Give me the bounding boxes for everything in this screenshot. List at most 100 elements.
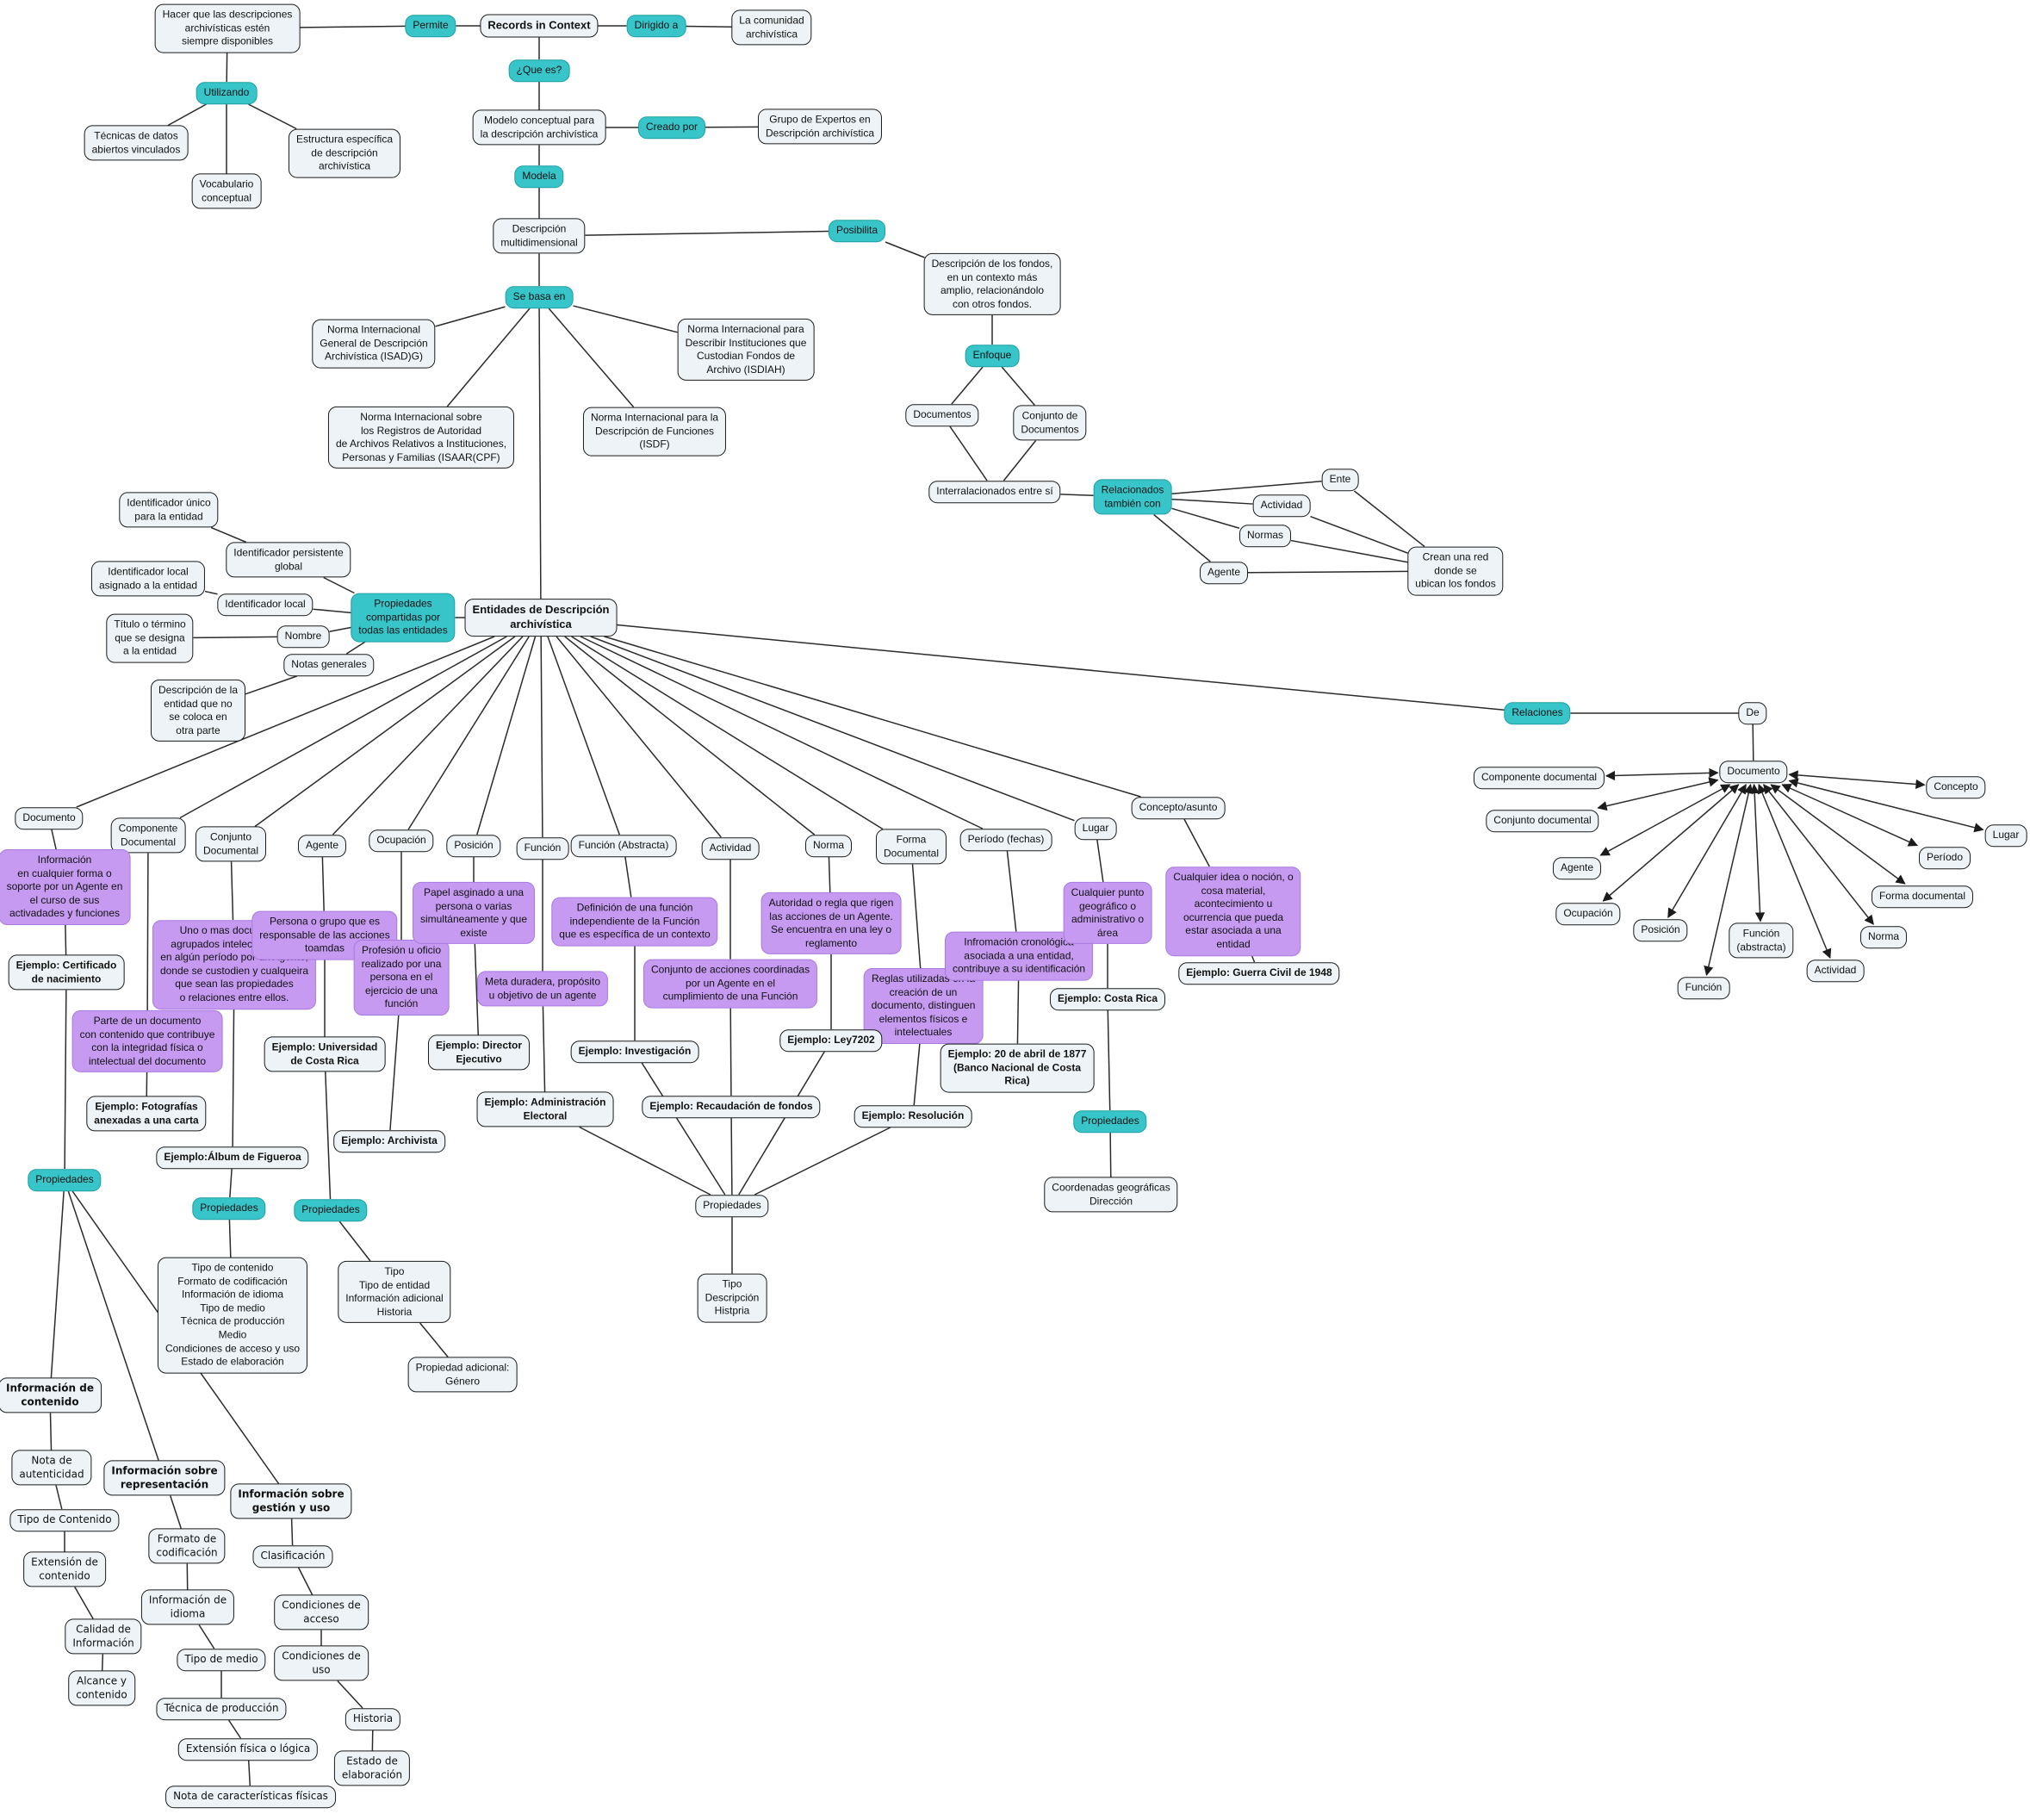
concept-node-ej-cert[interactable]: Ejemplo: Certificado de nacimiento <box>8 954 125 991</box>
concept-node-s-norma[interactable]: Norma <box>1859 926 1908 948</box>
concept-node-ej-admin[interactable]: Ejemplo: Administración Electoral <box>476 1091 614 1127</box>
concept-node-dirigido[interactable]: Dirigido a <box>626 15 686 37</box>
concept-node-e-funcabs[interactable]: Función (Abstracta) <box>570 835 677 857</box>
concept-node-comunidad[interactable]: La comunidad archivística <box>731 9 812 46</box>
concept-node-conduso[interactable]: Condiciones de uso <box>274 1645 369 1681</box>
concept-node-e-periodo[interactable]: Período (fechas) <box>959 829 1052 851</box>
concept-node-posibilita[interactable]: Posibilita <box>828 220 886 242</box>
concept-node-ente[interactable]: Ente <box>1321 469 1359 491</box>
concept-node-ej-abril[interactable]: Ejemplo: 20 de abril de 1877 (Banco Naci… <box>940 1043 1095 1093</box>
concept-node-e-lugar[interactable]: Lugar <box>1074 817 1117 840</box>
concept-node-ej-univ[interactable]: Ejemplo: Universidad de Costa Rica <box>264 1036 386 1072</box>
concept-node-ej-cr[interactable]: Ejemplo: Costa Rica <box>1049 988 1166 1010</box>
concept-node-s-periodo[interactable]: Período <box>1918 847 1971 869</box>
concept-node-s-doc[interactable]: Documento <box>1719 761 1788 783</box>
concept-node-ej-inv[interactable]: Ejemplo: Investigación <box>570 1040 699 1063</box>
concept-node-list3[interactable]: Tipo Descripción Histpria <box>697 1273 767 1323</box>
concept-node-tecnicas[interactable]: Técnicas de datos abiertos vinculados <box>84 125 189 161</box>
concept-node-sebasa[interactable]: Se basa en <box>505 286 574 308</box>
concept-node-infocont[interactable]: Información de contenido <box>0 1377 102 1413</box>
concept-node-clasif[interactable]: Clasificación <box>252 1545 333 1568</box>
concept-node-s-forma[interactable]: Forma documental <box>1871 885 1974 908</box>
concept-node-d-funcabs[interactable]: Definición de una función independiente … <box>551 897 718 947</box>
concept-node-list2[interactable]: Tipo Tipo de entidad Información adicion… <box>338 1260 451 1324</box>
concept-node-s-comp[interactable]: Componente documental <box>1473 767 1605 789</box>
concept-node-tipomedio[interactable]: Tipo de medio <box>177 1649 266 1671</box>
concept-node-calidad[interactable]: Calidad de Información <box>65 1618 142 1655</box>
concept-node-ej-foto[interactable]: Ejemplo: Fotografías anexadas a una cart… <box>86 1096 207 1132</box>
concept-node-estructura[interactable]: Estructura específica de descripción arc… <box>288 128 401 178</box>
concept-node-ej-dir[interactable]: Ejemplo: Director Ejecutivo <box>427 1034 531 1071</box>
concept-node-quees[interactable]: ¿Que es? <box>508 59 570 82</box>
concept-node-s-lugar[interactable]: Lugar <box>1984 824 2027 847</box>
concept-node-actividad2[interactable]: Actividad <box>1252 494 1311 517</box>
concept-node-grupo[interactable]: Grupo de Expertos en Descripción archiví… <box>757 109 883 145</box>
concept-node-d-conj[interactable]: Uno o mas documentos agrupados intelectu… <box>152 920 317 1009</box>
concept-node-list1[interactable]: Tipo de contenido Formato de codificació… <box>157 1257 308 1374</box>
concept-node-s-pos[interactable]: Posición <box>1633 919 1688 941</box>
concept-node-e-doc[interactable]: Documento <box>15 807 84 829</box>
concept-node-tipocont[interactable]: Tipo de Contenido <box>9 1509 120 1531</box>
concept-node-tecnica[interactable]: Técnica de producción <box>156 1698 287 1720</box>
concept-node-creadopor[interactable]: Creado por <box>637 116 706 139</box>
concept-node-d-activ[interactable]: Conjunto de acciones coordinadas por un … <box>643 959 818 1009</box>
concept-node-d-norma[interactable]: Autoridad o regla que rigen las acciones… <box>760 891 902 955</box>
concept-node-ej-ley[interactable]: Ejemplo: Ley7202 <box>779 1029 883 1052</box>
concept-node-e-comp[interactable]: Componente Documental <box>110 817 186 854</box>
concept-node-isaar[interactable]: Norma Internacional sobre los Registros … <box>327 406 515 469</box>
concept-node-inforep[interactable]: Información sobre representación <box>103 1460 226 1496</box>
concept-node-prop3[interactable]: Propiedades <box>294 1199 368 1221</box>
concept-node-relacionados[interactable]: Relacionados también con <box>1093 479 1172 515</box>
concept-node-infogest[interactable]: Información sobre gestión y uso <box>230 1483 352 1519</box>
concept-node-de[interactable]: De <box>1738 702 1767 724</box>
concept-node-isdiah[interactable]: Norma Internacional para Describir Insti… <box>677 318 815 382</box>
concept-node-ej-recau[interactable]: Ejemplo: Recaudación de fondos <box>642 1096 821 1118</box>
concept-node-propw[interactable]: Propiedades <box>695 1195 769 1217</box>
concept-node-prop4[interactable]: Propiedades <box>1073 1110 1147 1133</box>
concept-node-s-conj[interactable]: Conjunto documental <box>1486 810 1599 832</box>
concept-node-s-concepto[interactable]: Concepto <box>1926 776 1986 798</box>
concept-node-interrel[interactable]: Interralacionados entre sí <box>928 481 1061 503</box>
concept-node-normas2[interactable]: Normas <box>1238 525 1292 547</box>
concept-node-notacarac[interactable]: Nota de características físicas <box>165 1786 336 1808</box>
concept-node-identlocal[interactable]: Identificador local <box>217 593 314 616</box>
concept-node-descmulti[interactable]: Descripción multidimensional <box>493 218 586 254</box>
concept-node-ej-album[interactable]: Ejemplo:Álbum de Figueroa <box>156 1146 309 1169</box>
concept-node-extcont[interactable]: Extensión de contenido <box>23 1551 106 1587</box>
concept-node-e-func[interactable]: Función <box>516 837 569 860</box>
concept-node-crearred[interactable]: Crean una red donde se ubican los fondos <box>1407 546 1504 596</box>
concept-node-entidades[interactable]: Entidades de Descripción archivística <box>464 599 618 637</box>
concept-node-ric[interactable]: Records in Context <box>480 14 599 38</box>
concept-node-ej-arch[interactable]: Ejemplo: Archivista <box>333 1130 445 1152</box>
concept-node-estado[interactable]: Estado de elaboración <box>333 1750 411 1786</box>
concept-node-utilizando[interactable]: Utilizando <box>196 82 258 104</box>
concept-node-nombre[interactable]: Nombre <box>276 625 330 648</box>
concept-node-alcance[interactable]: Alcance y contenido <box>68 1670 135 1706</box>
concept-node-d-doc[interactable]: Información en cualquier forma o soporte… <box>0 849 131 925</box>
concept-node-hacer[interactable]: Hacer que las descripciones archivística… <box>154 3 301 53</box>
concept-node-prop1[interactable]: Propiedades <box>28 1169 102 1191</box>
concept-node-d-func[interactable]: Meta duradera, propósito u objetivo de u… <box>476 971 609 1007</box>
concept-node-permite[interactable]: Permite <box>405 15 456 37</box>
concept-node-identlocaldesc[interactable]: Identificador local asignado a la entida… <box>90 561 206 597</box>
concept-node-relaciones[interactable]: Relaciones <box>1504 702 1571 724</box>
concept-node-identunico[interactable]: Identificador único para la entidad <box>119 492 219 528</box>
concept-node-d-agente[interactable]: Persona o grupo que es responsable de la… <box>251 910 398 960</box>
concept-node-d-concepto[interactable]: Cualquier idea o noción, o cosa material… <box>1165 867 1301 956</box>
concept-node-d-forma[interactable]: Reglas utilizadas en la creación de un d… <box>863 968 984 1044</box>
concept-node-d-ocup[interactable]: Profesión u oficio realizado por una per… <box>353 940 450 1016</box>
concept-node-s-func[interactable]: Función <box>1677 977 1730 999</box>
concept-node-isadg[interactable]: Norma Internacional General de Descripci… <box>312 319 436 369</box>
concept-node-coords[interactable]: Coordenadas geográficas Dirección <box>1044 1177 1178 1213</box>
concept-node-descentidad[interactable]: Descripción de la entidad que no se colo… <box>150 679 246 742</box>
concept-node-documentos[interactable]: Documentos <box>905 404 979 426</box>
concept-node-e-agente[interactable]: Agente <box>297 835 347 857</box>
concept-node-s-activ[interactable]: Actividad <box>1806 960 1865 982</box>
concept-node-e-pos[interactable]: Posición <box>446 835 501 857</box>
concept-node-e-forma[interactable]: Forma Documental <box>875 829 947 865</box>
concept-node-extfis[interactable]: Extensión física o lógica <box>177 1738 319 1761</box>
concept-node-ej-guerra[interactable]: Ejemplo: Guerra Civil de 1948 <box>1178 962 1340 985</box>
concept-node-s-ocup[interactable]: Ocupación <box>1555 903 1621 925</box>
concept-node-e-concepto[interactable]: Concepto/asunto <box>1131 797 1226 819</box>
concept-node-d-pos[interactable]: Papel asginado a una persona o varias si… <box>412 881 536 945</box>
